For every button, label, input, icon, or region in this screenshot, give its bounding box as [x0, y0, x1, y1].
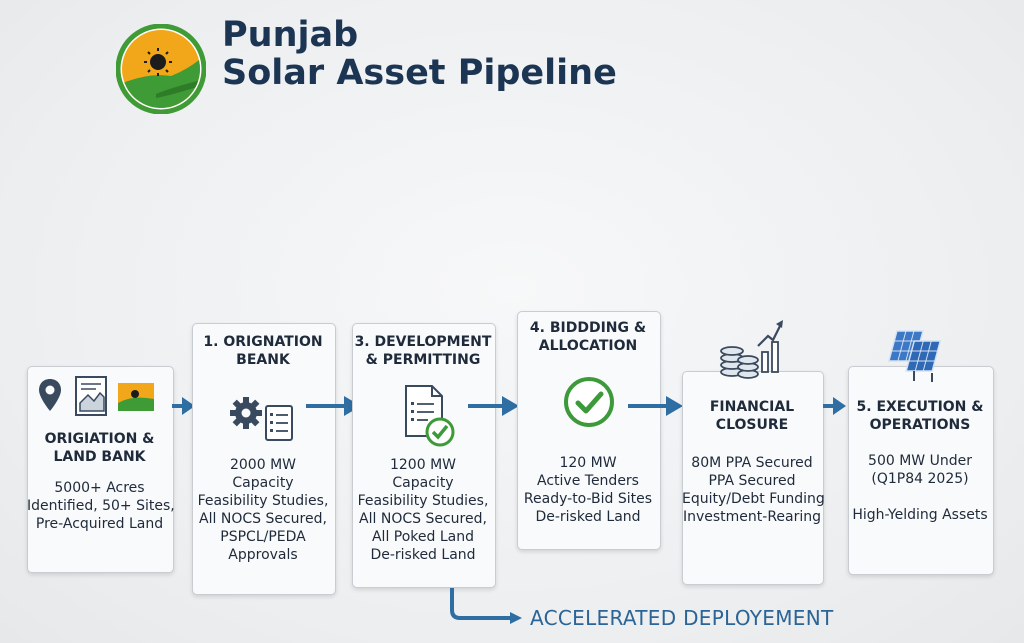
approved-document-icon: [404, 384, 458, 453]
landscape-photo-icon: [118, 383, 154, 416]
page-title: Punjab Solar Asset Pipeline: [222, 16, 617, 92]
stage-card-bidding-allocation: [517, 311, 661, 550]
accelerated-deployment-arrow: [448, 588, 528, 633]
checklist-icon: [264, 404, 294, 447]
gear-icon: [228, 395, 264, 436]
flow-arrow: [468, 395, 520, 422]
solar-panels-icon: [884, 327, 954, 388]
title-line-1: Punjab: [222, 15, 359, 55]
punjab-solar-logo: [115, 23, 207, 115]
title-line-2: Solar Asset Pipeline: [222, 53, 617, 93]
flow-arrow: [172, 395, 196, 422]
stage-card-financial-closure: [682, 371, 824, 585]
stage-card-execution-operations: [848, 366, 994, 575]
flow-arrow: [628, 395, 684, 422]
map-pin-icon: [38, 378, 62, 417]
flow-arrow: [823, 395, 847, 422]
stage-heading: 3. DEVELOPMENT& PERMITTING: [354, 334, 492, 368]
stage-heading: ORIGIATION &LAND BANK: [44, 431, 155, 465]
check-circle-icon: [562, 375, 616, 434]
stage-card-origination-bank: [192, 323, 336, 595]
stage-card-development-permitting: [352, 323, 496, 588]
stage-heading: 4. BIDDDING &ALLOCATION: [529, 320, 647, 354]
accelerated-deployment-label: ACCELERATED DEPLOYEMENT: [530, 606, 834, 630]
stage-description: 500 MW Under(Q1P84 2025)High-Yelding Ass…: [852, 453, 988, 523]
land-document-icon: [74, 375, 110, 422]
stage-heading: 5. EXECUTION &OPERATIONS: [856, 399, 984, 433]
coins-growth-icon: [718, 318, 784, 385]
